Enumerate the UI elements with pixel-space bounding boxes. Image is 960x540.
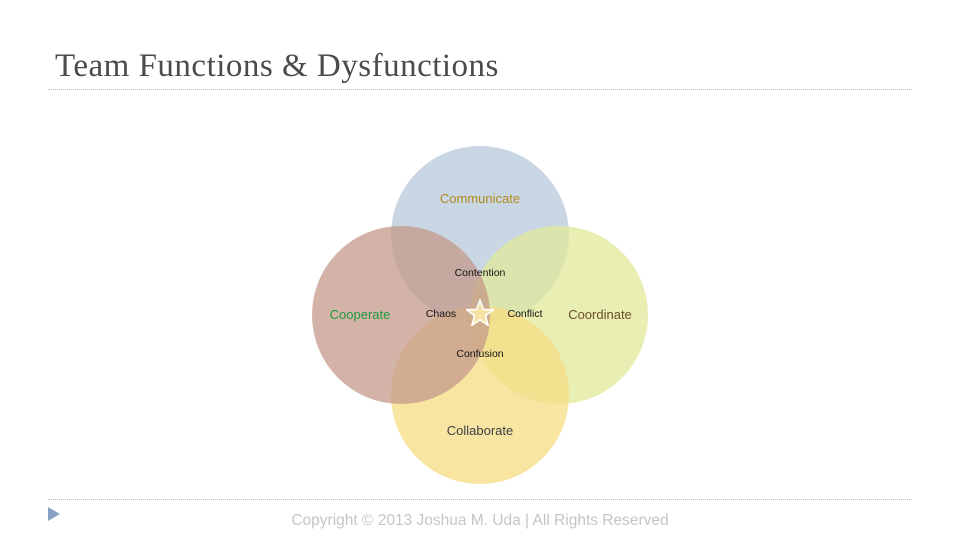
label-cooperate: Cooperate [330,307,391,322]
label-conflict: Conflict [507,308,542,320]
label-coordinate: Coordinate [568,307,632,322]
label-contention: Contention [455,267,506,279]
slide-title: Team Functions & Dysfunctions [55,48,499,84]
title-divider [48,89,912,90]
label-collaborate: Collaborate [447,423,514,438]
label-chaos: Chaos [426,308,456,320]
copyright-footer: Copyright © 2013 Joshua M. Uda | All Rig… [291,512,669,529]
label-confusion: Confusion [456,348,503,360]
footer-divider [48,499,912,500]
circle-cooperate [312,226,490,404]
star-icon [465,299,495,327]
label-communicate: Communicate [440,191,520,206]
play-arrow-icon [48,507,60,521]
